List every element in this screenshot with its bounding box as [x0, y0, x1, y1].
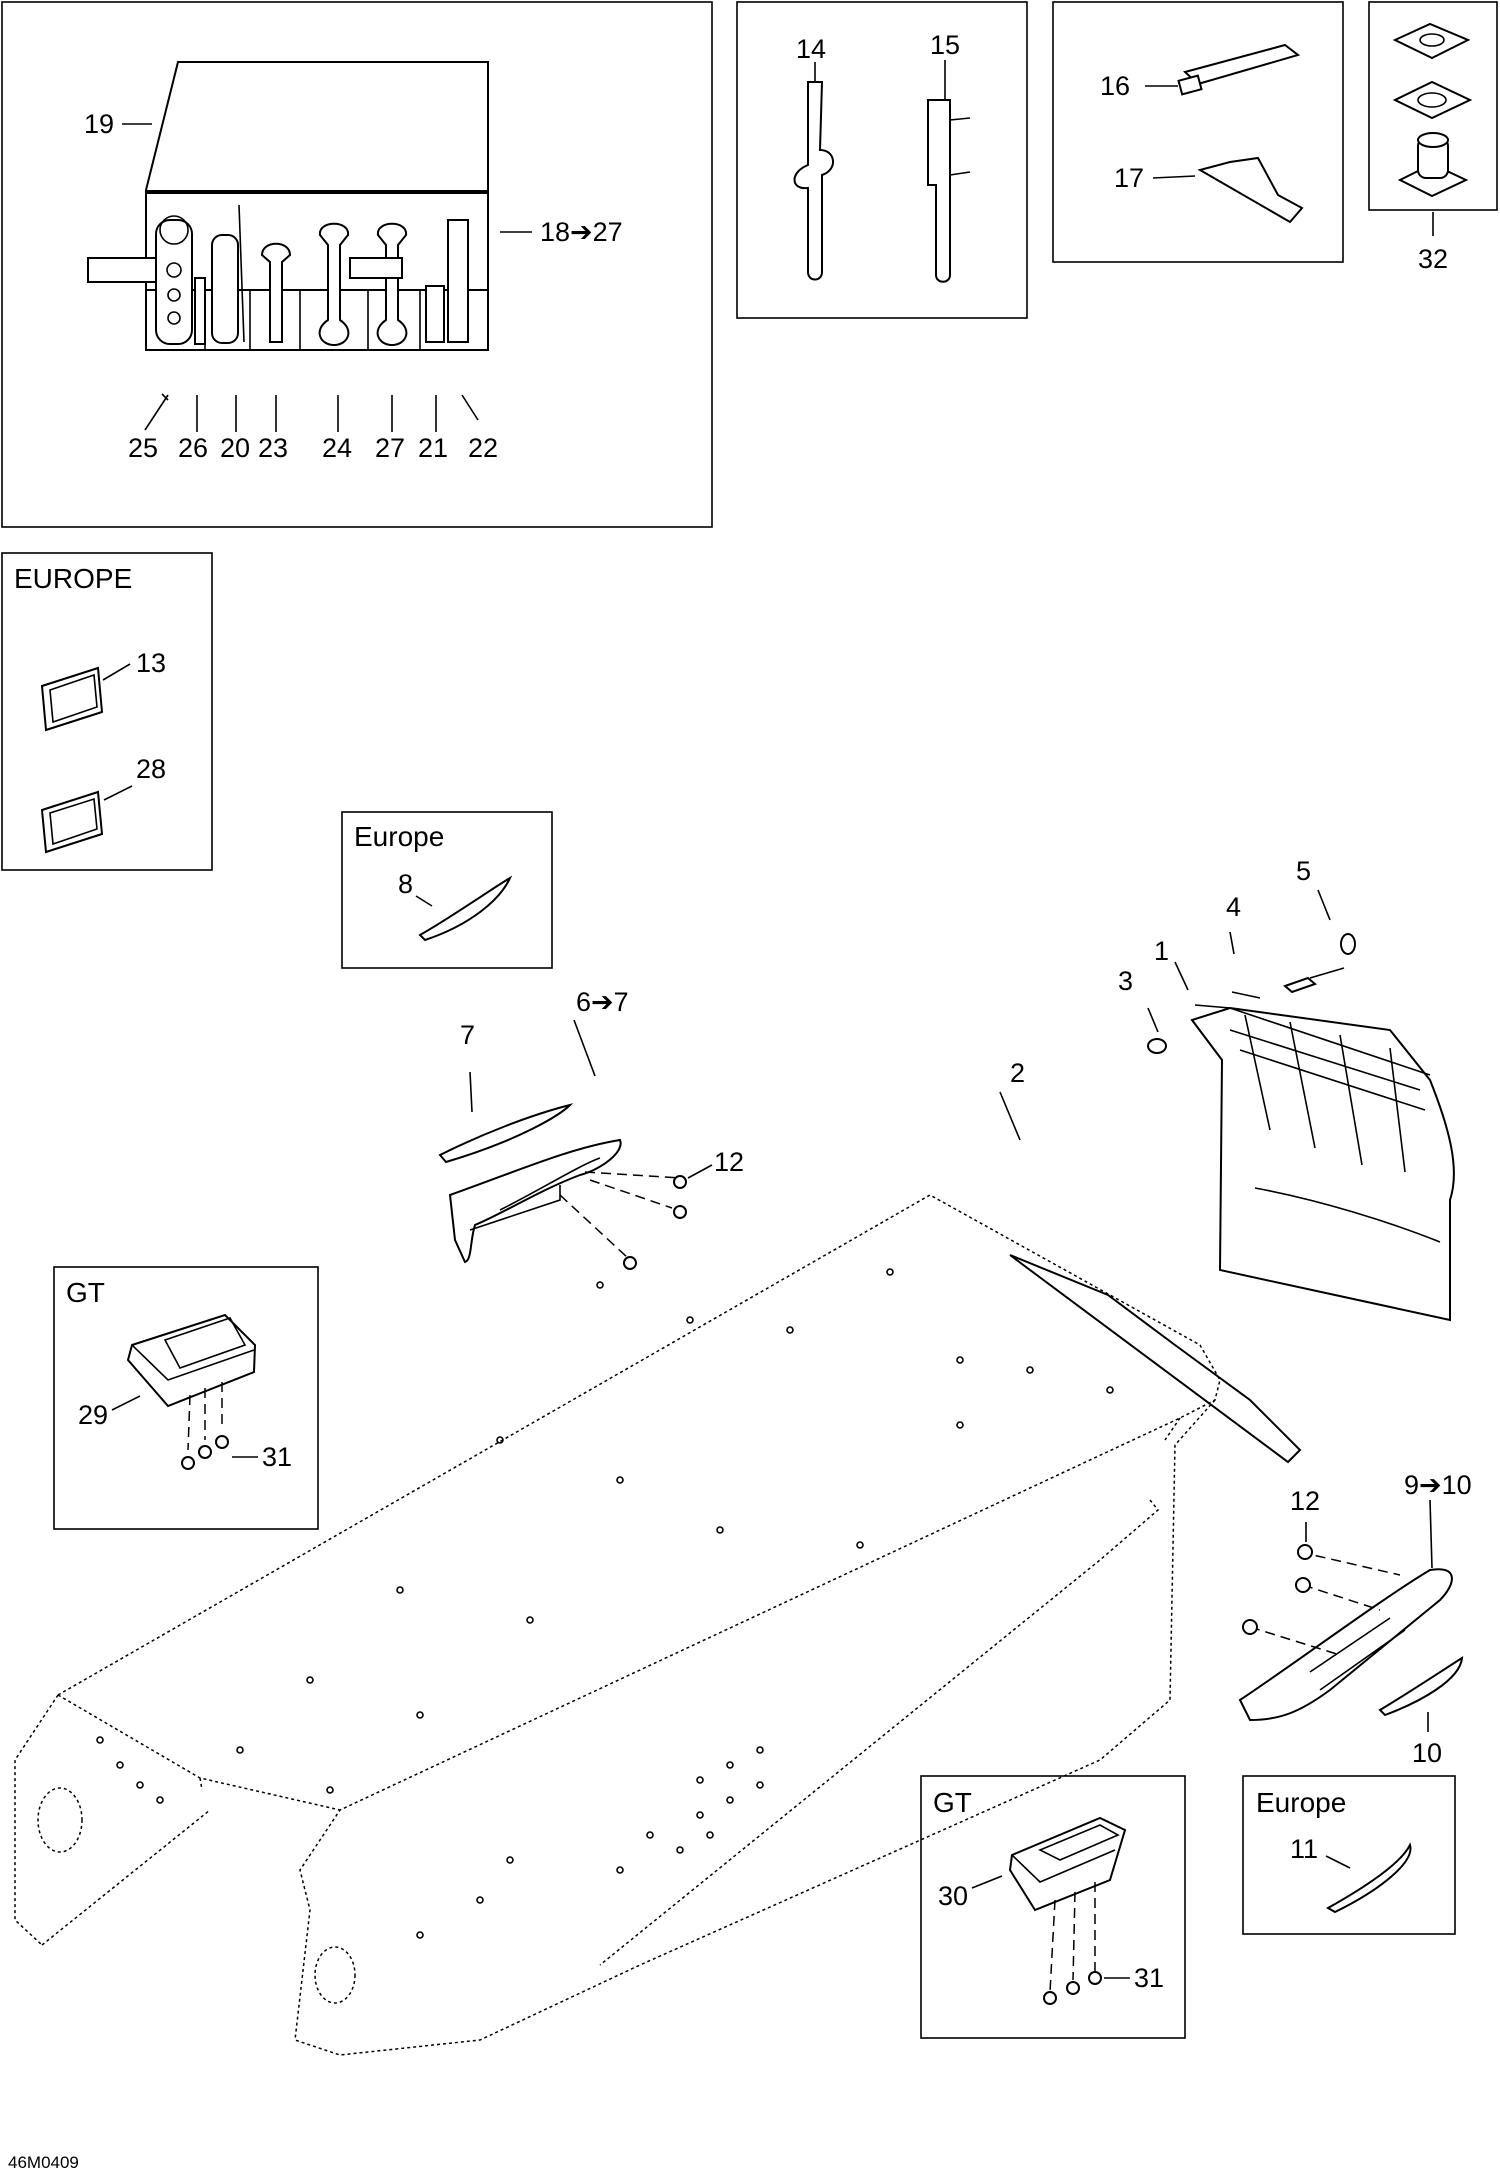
reflector-7: [438, 1103, 574, 1164]
callout-23: 23: [258, 433, 288, 463]
reflector-8: [418, 875, 513, 942]
callout-28: 28: [136, 754, 166, 784]
callout-7: 7: [460, 1020, 475, 1050]
box-title-europe-right: Europe: [1256, 1787, 1346, 1818]
box-title-europe-top: Europe: [354, 821, 444, 852]
box-title-europe: EUROPE: [14, 563, 132, 594]
wrench-24-tool: [318, 222, 350, 347]
part-32-panel: 32: [1368, 1, 1498, 274]
callout-2: 2: [1010, 1058, 1025, 1088]
parts-16-17-panel: 16 17: [1052, 1, 1344, 263]
callout-22: 22: [468, 433, 498, 463]
tool-kit-panel: 19 18➔27 25 26 20 23 24 27 21 22: [1, 1, 713, 528]
tag: [349, 257, 403, 279]
tool-15: [927, 99, 951, 283]
rivet-4: [1283, 976, 1317, 994]
tool-21: [425, 285, 445, 343]
callout-13: 13: [136, 648, 166, 678]
callout-31b: 31: [1134, 1963, 1164, 1993]
wrench-small-tool: [260, 242, 292, 343]
screws-31-left: [181, 1435, 229, 1470]
callout-4: 4: [1226, 892, 1241, 922]
callout-21: 21: [418, 433, 448, 463]
box-title-gt-left: GT: [66, 1277, 105, 1308]
callout-11: 11: [1290, 1834, 1318, 1864]
europe-decals-panel: EUROPE 13 28: [1, 552, 213, 871]
gt-step-left-panel: GT 29 31: [53, 1266, 319, 1530]
screwdriver-tool: [211, 234, 239, 344]
callout-1: 1: [1154, 936, 1169, 966]
decal-13: [40, 666, 104, 732]
callout-24: 24: [322, 433, 352, 463]
callout-10: 10: [1412, 1738, 1442, 1768]
tunnel-holes: [96, 1268, 1114, 1939]
europe-reflector-right-panel: Europe 11: [1242, 1775, 1456, 1935]
callout-26: 26: [178, 433, 208, 463]
callout-30: 30: [938, 1881, 968, 1911]
tunnel-outline: [14, 1194, 1221, 2056]
callout-9-10: 9➔10: [1404, 1470, 1472, 1500]
part-16: [1182, 43, 1301, 86]
plate-32a: [1392, 22, 1471, 60]
snowflap-group: 1 2 3 4 5: [999, 856, 1455, 1464]
ring-5: [1340, 933, 1356, 955]
socket-wrench-tool: [155, 219, 193, 345]
callout-31a: 31: [262, 1442, 292, 1472]
part-17: [1197, 156, 1304, 224]
callout-8: 8: [398, 869, 413, 899]
step-29: [126, 1313, 257, 1408]
snowflap-1: [1190, 1006, 1455, 1322]
callout-27: 27: [375, 433, 405, 463]
diagram-code: 46M0409: [8, 2153, 79, 2172]
callout-5: 5: [1296, 856, 1311, 886]
callout-12b: 12: [1290, 1486, 1320, 1516]
callout-25: 25: [128, 433, 158, 463]
screw-12-left: [623, 1175, 687, 1270]
screw-12-right: [1242, 1544, 1313, 1635]
callout-20: 20: [220, 433, 250, 463]
wrench-27-tool: [376, 222, 408, 347]
callout-17: 17: [1114, 163, 1144, 193]
callout-14: 14: [796, 34, 826, 64]
box-title-gt-right: GT: [933, 1787, 972, 1818]
tools-14-15-panel: 14 15: [736, 1, 1028, 319]
reflector-10: [1378, 1656, 1464, 1717]
callout-6-7: 6➔7: [576, 987, 629, 1017]
bracket-2: [1009, 1254, 1302, 1464]
guard-6: [448, 1138, 622, 1264]
spark-plug-wrench-tool: [447, 219, 469, 343]
gt-step-right-panel: GT 30 31: [920, 1775, 1186, 2039]
europe-reflector-panel: Europe 8: [341, 811, 553, 969]
step-30: [1008, 1816, 1127, 1912]
callout-15: 15: [930, 30, 960, 60]
callout-3: 3: [1118, 966, 1133, 996]
screws-31-right: [1043, 1971, 1102, 2005]
tool-14: [793, 81, 834, 281]
guard-left-group: 7 6➔7 12: [438, 987, 744, 1270]
plate-32b: [1392, 80, 1473, 120]
hex-key-tool: [194, 277, 206, 345]
reflector-11: [1325, 1842, 1412, 1914]
decal-28: [40, 790, 104, 854]
guard-right-group: 12 9➔10 10: [1238, 1470, 1472, 1768]
callout-29: 29: [78, 1400, 108, 1430]
washer-3: [1147, 1038, 1167, 1054]
callout-32: 32: [1418, 244, 1448, 274]
callout-16: 16: [1100, 71, 1130, 101]
callout-12a: 12: [714, 1147, 744, 1177]
callout-19: 19: [84, 109, 114, 139]
callout-18-27: 18➔27: [540, 217, 623, 247]
